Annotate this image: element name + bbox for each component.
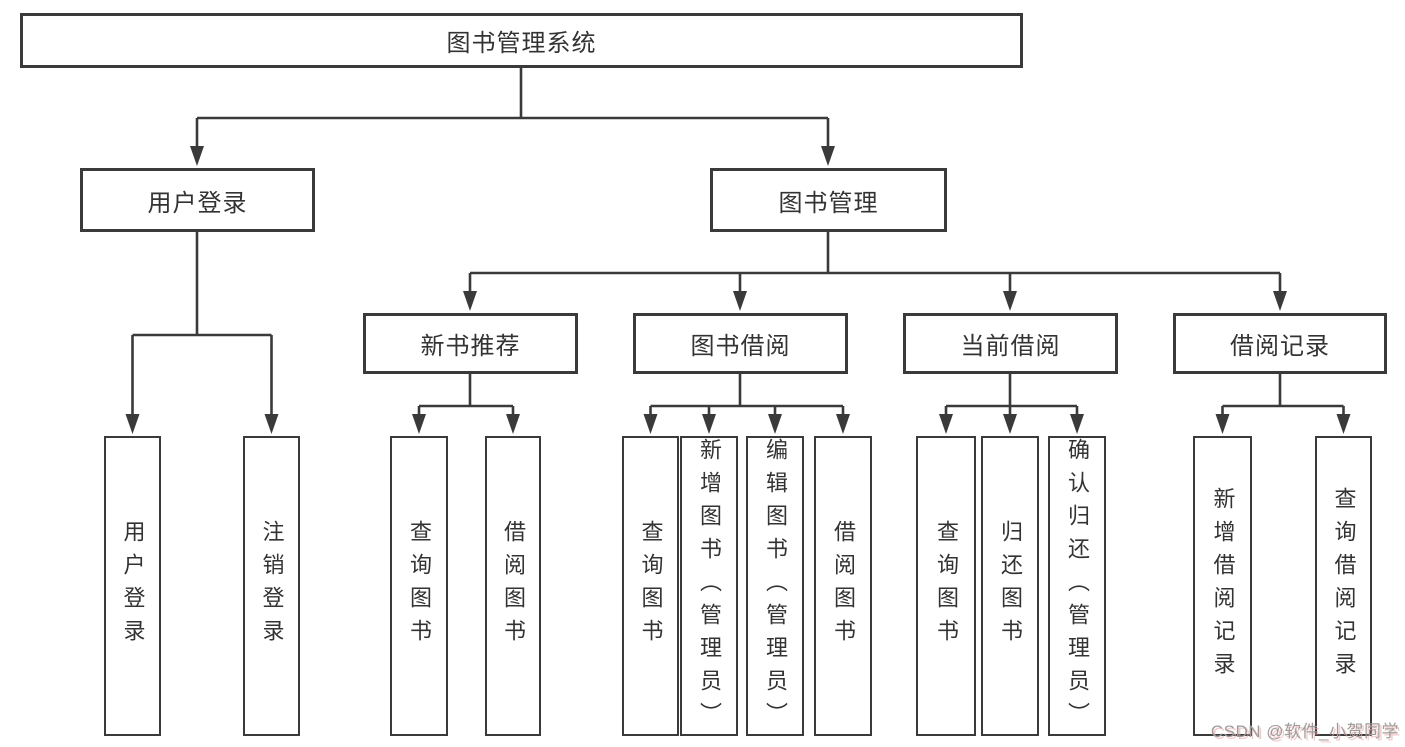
- leaf-user-login: 用户登录: [104, 436, 161, 736]
- node-borrow-records: 借阅记录: [1173, 313, 1387, 374]
- leaf-query-books-recommend: 查询图书: [390, 436, 448, 736]
- leaf-borrow-books: 借阅图书: [814, 436, 872, 736]
- leaf-return-books: 归还图书: [981, 436, 1039, 736]
- leaf-borrow-books-recommend: 借阅图书: [485, 436, 541, 736]
- leaf-borrow-books-label: 借阅图书: [831, 520, 856, 652]
- node-current-borrow-label: 当前借阅: [960, 333, 1061, 360]
- node-book-management-label: 图书管理: [778, 189, 879, 217]
- watermark: CSDN @软件_小贺同学: [1210, 722, 1399, 741]
- node-root: 图书管理系统: [20, 13, 1023, 68]
- leaf-logout-label: 注销登录: [259, 520, 285, 652]
- leaf-query-books-current: 查询图书: [916, 436, 976, 736]
- leaf-confirm-return-admin: 确认归还（管理员）: [1048, 436, 1106, 736]
- leaf-query-books-recommend-label: 查询图书: [407, 520, 432, 652]
- node-new-book-recommend: 新书推荐: [363, 313, 578, 374]
- leaf-add-borrow-record: 新增借阅记录: [1193, 436, 1252, 736]
- leaf-query-borrow-record-label: 查询借阅记录: [1331, 487, 1357, 685]
- leaf-query-books-borrow-label: 查询图书: [638, 520, 664, 652]
- leaf-logout: 注销登录: [243, 436, 300, 736]
- leaf-add-borrow-record-label: 新增借阅记录: [1210, 487, 1236, 685]
- node-new-book-recommend-label: 新书推荐: [420, 333, 521, 360]
- node-current-borrow: 当前借阅: [903, 313, 1118, 374]
- leaf-query-books-borrow: 查询图书: [622, 436, 679, 736]
- leaf-return-books-label: 归还图书: [998, 520, 1023, 652]
- leaf-query-borrow-record: 查询借阅记录: [1315, 436, 1372, 736]
- node-user-login: 用户登录: [80, 168, 315, 232]
- leaf-edit-books-admin: 编辑图书（管理员）: [746, 436, 804, 736]
- node-root-label: 图书管理系统: [446, 30, 597, 57]
- leaf-confirm-return-admin-label: 确认归还（管理员）: [1065, 437, 1090, 735]
- leaf-user-login-label: 用户登录: [120, 520, 146, 652]
- leaf-query-books-current-label: 查询图书: [934, 520, 959, 652]
- node-user-login-label: 用户登录: [147, 189, 248, 217]
- leaf-add-books-admin: 新增图书（管理员）: [680, 436, 738, 736]
- leaf-edit-books-admin-label: 编辑图书（管理员）: [763, 437, 788, 735]
- leaf-add-books-admin-label: 新增图书（管理员）: [697, 437, 722, 735]
- node-book-management: 图书管理: [710, 168, 947, 232]
- node-borrow-records-label: 借阅记录: [1230, 333, 1330, 360]
- leaf-borrow-books-recommend-label: 借阅图书: [501, 520, 526, 652]
- arrowheads: [125, 146, 1351, 434]
- node-book-borrow-label: 图书借阅: [690, 333, 791, 360]
- node-book-borrow: 图书借阅: [633, 313, 848, 374]
